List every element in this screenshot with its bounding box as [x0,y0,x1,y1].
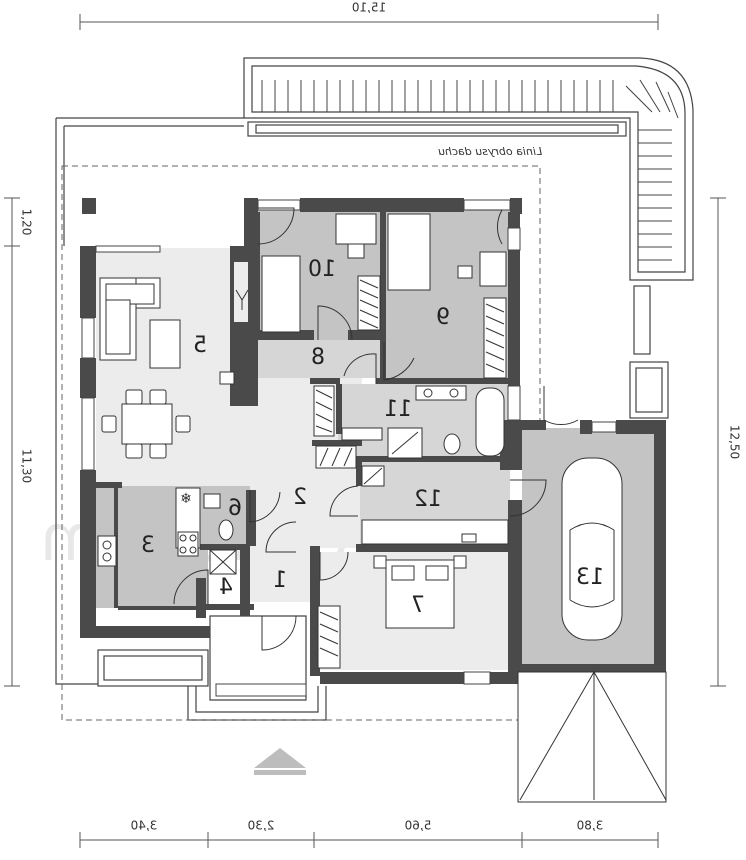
wardrobe-room-7 [317,605,341,669]
dim-top-total: 15,10 [352,1,386,15]
bed-room-9 [387,213,431,291]
pergola-terrace [243,57,694,419]
room-11-label: 11 [384,397,412,422]
room-3-label: 3 [141,533,155,558]
room-10-label: 10 [308,257,336,282]
left-dimension: 1,20 11,30 [4,197,34,687]
boiler [209,549,237,575]
room-8-label: 8 [311,345,325,370]
room-7-label: 7 [411,593,425,618]
dim-left-1: 11,30 [20,449,34,483]
walls [80,198,666,684]
roof-line-label: Linia obrysu dachu [438,145,542,158]
door-swings [173,207,579,651]
bed-room-10 [261,255,301,333]
bathtub [475,387,505,457]
room-numbers: 1 2 3 4 5 6 7 8 9 10 11 12 13 [141,257,604,618]
room-12-label: 12 [414,487,442,512]
fireplace-icon [219,289,249,385]
kitchen-counter [97,487,201,567]
dim-left-0: 1,20 [20,209,34,236]
room-6-label: 6 [228,496,242,521]
toilet [218,519,234,541]
room-9-label: 9 [436,305,450,330]
room-4-label: 4 [219,575,233,600]
dim-bottom-1: 2,30 [248,819,275,833]
coffee-table [149,319,181,369]
furniture: ❄ [97,213,667,803]
entrance-arrow-icon [254,748,306,775]
dim-bottom-0: 3,40 [131,819,158,833]
top-dimension: 15,10 [79,1,659,30]
right-dimension: 12,50 [710,197,742,687]
bottom-dimension: 3,40 2,30 5,60 3,80 [79,819,659,848]
svg-text:❄: ❄ [180,491,192,507]
room-13-label: 13 [576,565,604,590]
car-icon [561,457,623,641]
dim-bottom-3: 3,80 [577,819,604,833]
room-2-label: 2 [293,485,307,510]
house-outline [55,117,327,721]
sink [203,493,221,509]
dim-bottom-2: 5,60 [405,819,432,833]
dim-right: 12,50 [728,425,742,459]
fridge-icon: ❄ [180,491,192,507]
sofa [99,277,161,361]
bed-room-7 [373,555,467,629]
room-1-label: 1 [273,568,287,593]
windows [81,199,617,697]
wardrobe-room-9 [483,297,507,379]
dining-table [101,389,191,459]
room-5-label: 5 [193,333,207,358]
